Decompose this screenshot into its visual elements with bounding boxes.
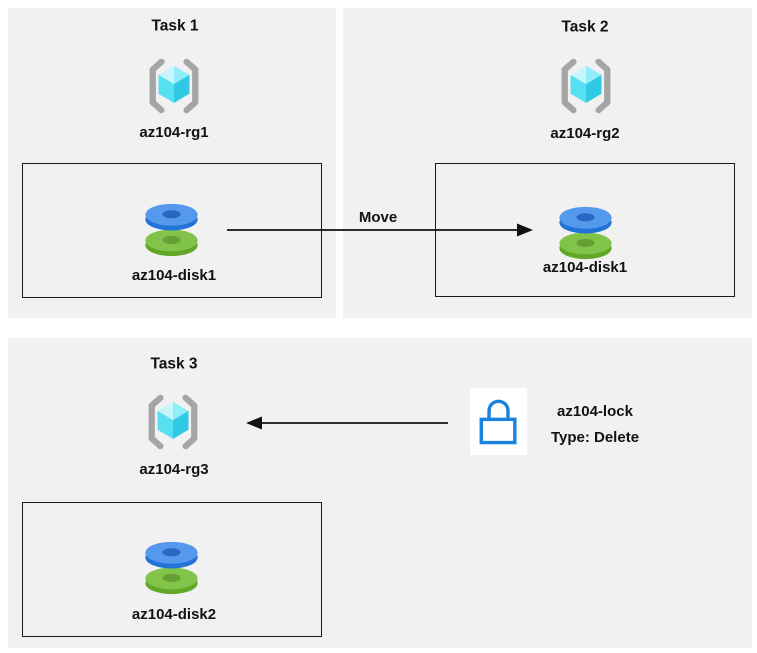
bracket-left bbox=[561, 58, 577, 114]
disk-icon bbox=[145, 203, 198, 257]
task1-title: Task 1 bbox=[151, 17, 199, 35]
lock-name-label: az104-lock bbox=[557, 403, 633, 420]
disk-green-platter bbox=[559, 232, 612, 260]
resource-group-icon bbox=[148, 394, 198, 450]
bracket-left bbox=[148, 394, 164, 450]
resource-group-icon bbox=[561, 58, 611, 114]
disk-icon bbox=[145, 541, 198, 595]
lock-caption: az104-lock Type: Delete bbox=[551, 399, 639, 451]
cube-glyph bbox=[157, 401, 189, 439]
bracket-right bbox=[182, 394, 198, 450]
task1-resource-group-label: az104-rg1 bbox=[139, 124, 209, 141]
disk-green-platter bbox=[145, 229, 198, 257]
lock-body bbox=[479, 417, 517, 445]
task2-panel: Task 2 az104-rg2 bbox=[343, 8, 752, 318]
resource-group-icon bbox=[149, 58, 199, 114]
move-arrow-label: Move bbox=[358, 209, 398, 226]
cube-glyph bbox=[158, 65, 190, 103]
lock-type-label: Type: Delete bbox=[550, 429, 640, 446]
disk-blue-platter bbox=[145, 541, 198, 569]
task1-panel: Task 1 az104-rg1 bbox=[8, 8, 336, 318]
disk-blue-platter bbox=[559, 206, 612, 234]
task2-resource-group-label: az104-rg2 bbox=[550, 125, 620, 142]
task3-panel: Task 3 az104-rg3 bbox=[8, 338, 752, 648]
task2-title: Task 2 bbox=[561, 18, 609, 36]
lock-shackle bbox=[487, 399, 510, 421]
task3-disk-box bbox=[22, 502, 322, 637]
disk-green-platter bbox=[145, 567, 198, 595]
bracket-left bbox=[149, 58, 165, 114]
lock-plate bbox=[470, 388, 527, 455]
bracket-right bbox=[183, 58, 199, 114]
task2-disk-label: az104-disk1 bbox=[542, 259, 628, 276]
task3-title: Task 3 bbox=[150, 355, 198, 373]
bracket-right bbox=[595, 58, 611, 114]
task3-disk-label: az104-disk2 bbox=[131, 606, 217, 623]
cube-glyph bbox=[570, 65, 602, 103]
task1-disk-label: az104-disk1 bbox=[131, 267, 217, 284]
lock-icon bbox=[479, 399, 517, 445]
disk-blue-platter bbox=[145, 203, 198, 231]
task3-resource-group-label: az104-rg3 bbox=[139, 461, 209, 478]
disk-icon bbox=[559, 206, 612, 260]
